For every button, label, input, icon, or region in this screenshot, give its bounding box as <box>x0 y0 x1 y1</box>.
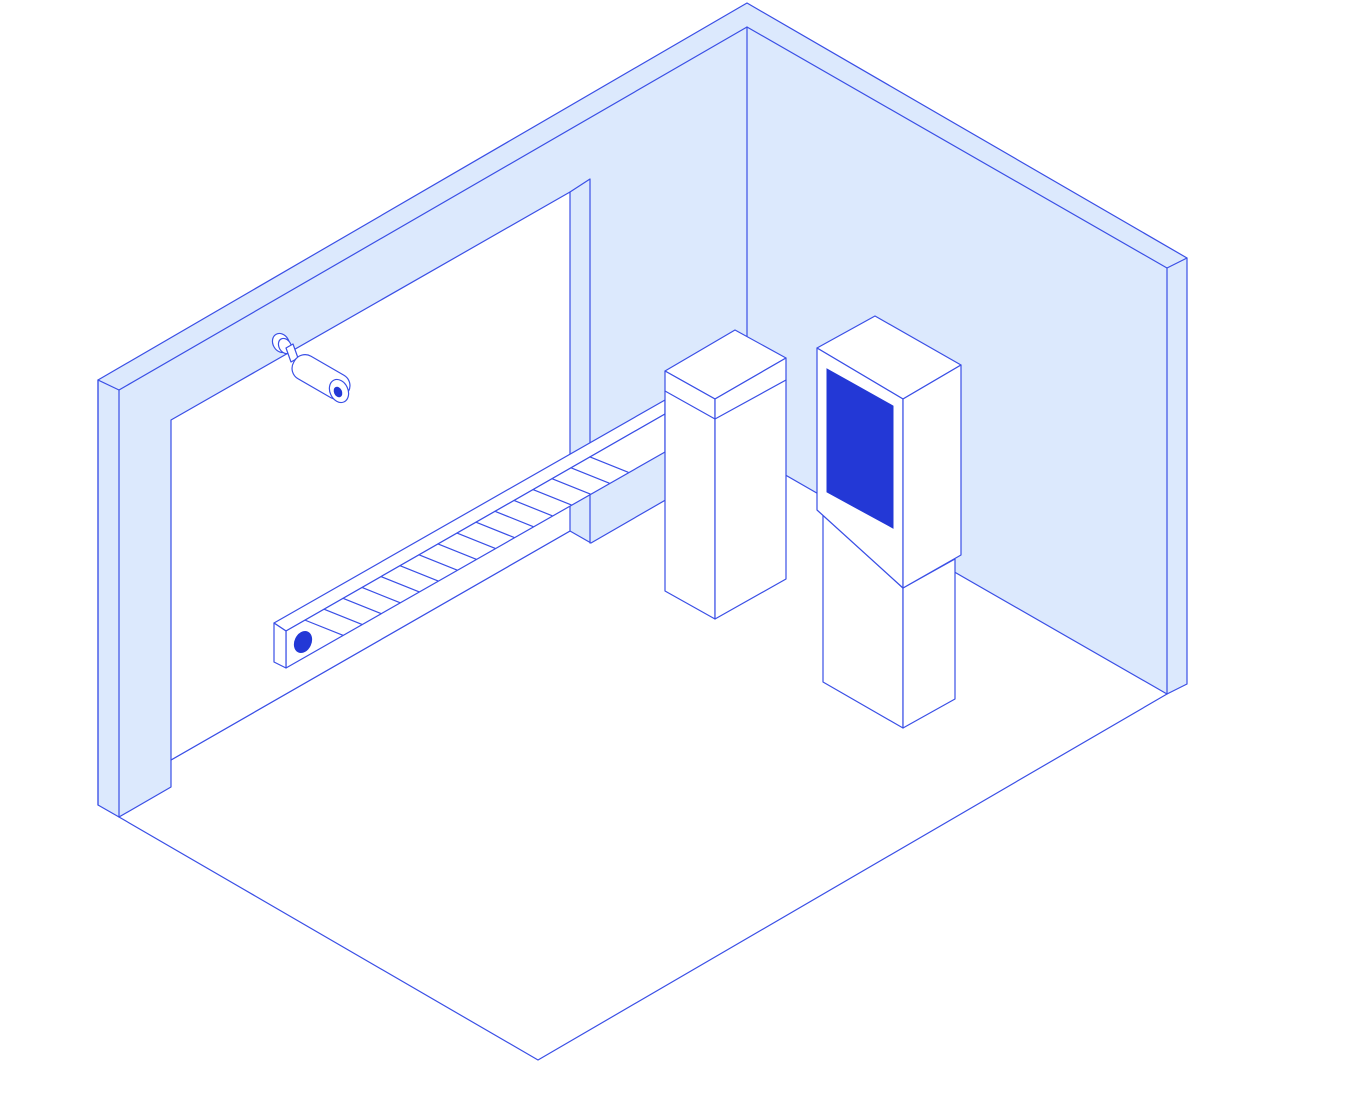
boom-stripe <box>380 576 420 593</box>
boom-stripe <box>589 456 629 473</box>
boom-stripes <box>304 456 629 636</box>
security-camera-icon <box>271 332 351 404</box>
left-wall-end-top <box>97 379 120 391</box>
boom-stripe <box>570 467 610 484</box>
floor-outline <box>118 693 1168 1061</box>
boom-end-face <box>273 622 287 669</box>
boom-reflector <box>293 630 313 654</box>
boom-stripe <box>418 554 458 571</box>
boom-stripe <box>323 608 363 626</box>
boom-stripe <box>475 521 515 539</box>
kiosk-side <box>902 364 962 589</box>
barrier-boom-arm <box>273 399 666 669</box>
kiosk-screen <box>826 368 894 529</box>
boom-stripe <box>551 478 591 495</box>
boom-stripe <box>456 532 496 549</box>
boom-stripe <box>342 597 382 615</box>
room <box>97 2 1188 1061</box>
payment-kiosk <box>816 315 962 729</box>
door-jamb <box>569 178 591 544</box>
boom-stripe <box>437 543 477 560</box>
kiosk-base-right <box>902 558 956 729</box>
boom-stripe <box>532 488 572 506</box>
barrier-gate-post <box>664 329 787 620</box>
boom-stripe <box>361 586 401 604</box>
camera-lens <box>333 386 343 398</box>
boom-stripe <box>304 619 344 636</box>
boom-stripe <box>494 510 534 528</box>
door-opening <box>170 191 571 761</box>
right-wall-end-top <box>1166 257 1188 269</box>
boom-stripe <box>399 565 439 582</box>
boom-stripe <box>513 499 553 517</box>
